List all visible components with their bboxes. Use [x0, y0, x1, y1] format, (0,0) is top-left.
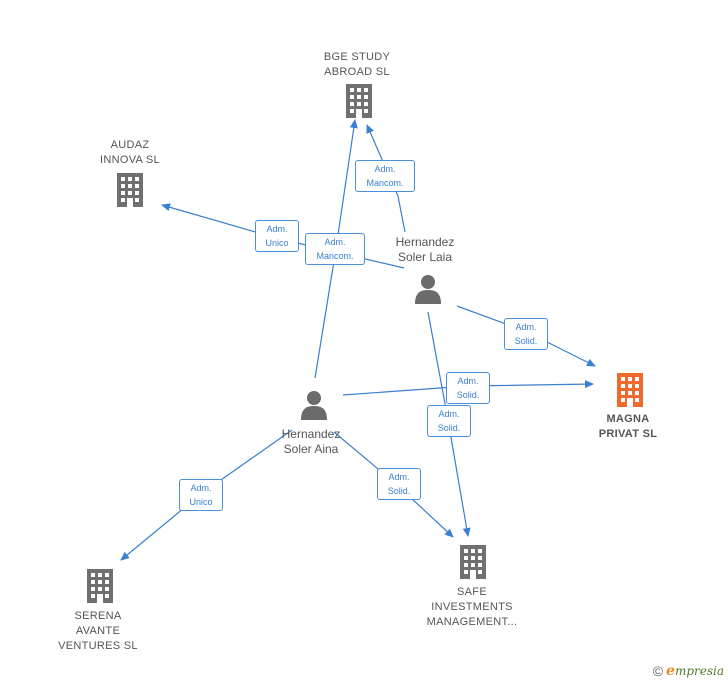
building-icon[interactable]	[87, 569, 113, 603]
person-icon[interactable]	[415, 275, 441, 304]
edge-label-aina-serena: Adm. Unico	[179, 479, 223, 511]
copyright-notice: © empresia	[653, 663, 724, 679]
edge-label-aina-bge: Adm. Mancom.	[305, 233, 365, 265]
person-icon[interactable]	[301, 391, 327, 420]
edge-laia-bge	[366, 124, 406, 233]
building-icon[interactable]	[117, 173, 143, 207]
building-icon[interactable]	[346, 84, 372, 118]
edge-label-aina-safe: Adm. Solid.	[377, 468, 421, 500]
edge-label-laia-bge: Adm. Mancom.	[355, 160, 415, 192]
company-label-serena[interactable]: SERENA AVANTE VENTURES SL	[58, 610, 138, 652]
copyright-icon: ©	[652, 663, 664, 679]
edge-label-laia-safe: Adm. Solid.	[427, 405, 471, 437]
brand-logo[interactable]: empresia	[666, 663, 724, 679]
company-label-audaz[interactable]: AUDAZ INNOVA SL	[100, 139, 160, 166]
person-label-aina[interactable]: Hernandez Soler Aina	[281, 427, 341, 456]
edge-label-laia-audaz: Adm. Unico	[255, 220, 299, 252]
company-label-magna[interactable]: MAGNA PRIVAT SL	[598, 413, 658, 440]
company-label-bge[interactable]: BGE STUDY ABROAD SL	[323, 51, 391, 78]
edge-label-laia-magna: Adm. Solid.	[504, 318, 548, 350]
building-icon[interactable]	[460, 545, 486, 579]
edge-label-aina-magna: Adm. Solid.	[446, 372, 490, 404]
person-label-laia[interactable]: Hernandez Soler Laia	[395, 235, 455, 264]
company-label-safe[interactable]: SAFE INVESTMENTS MANAGEMENT...	[426, 586, 518, 628]
building-icon[interactable]	[617, 373, 643, 407]
